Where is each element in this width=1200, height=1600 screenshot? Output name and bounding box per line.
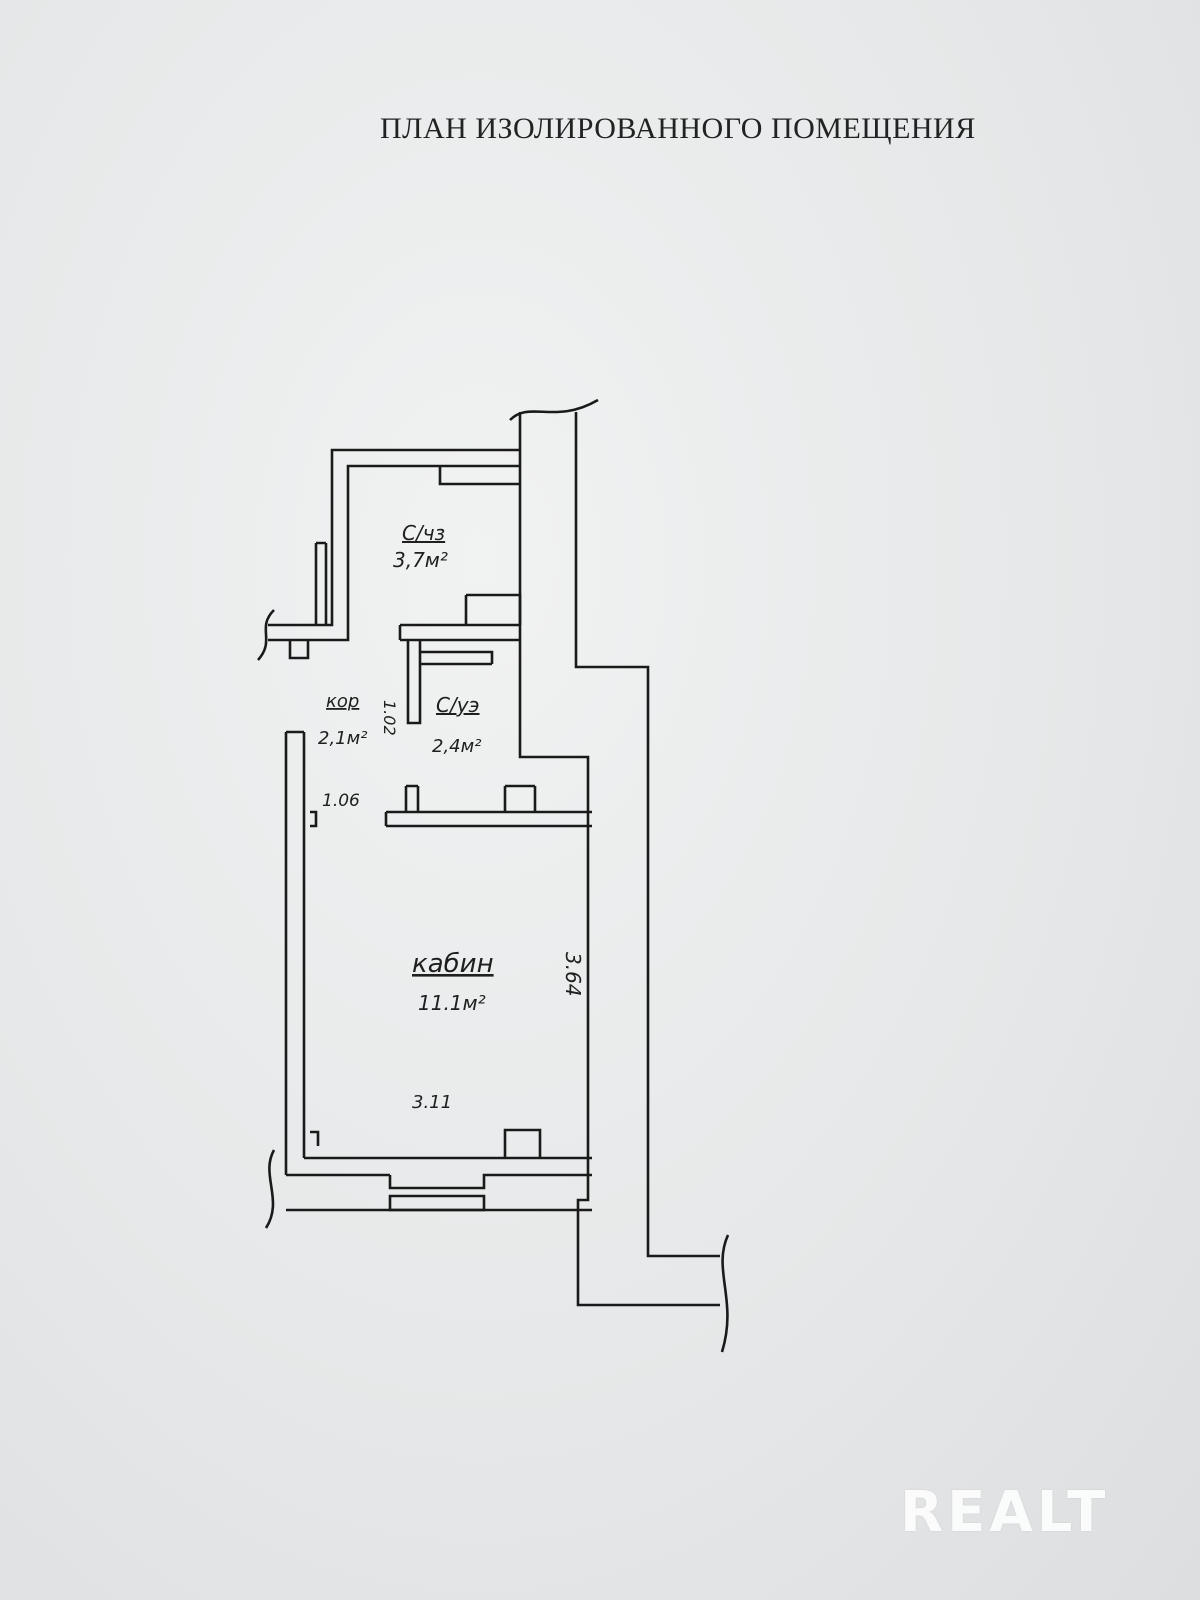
corridor-dim: 1.02 bbox=[380, 700, 399, 736]
cabinet-top-door bbox=[404, 784, 420, 812]
bathroom-name: С/уэ bbox=[436, 693, 480, 717]
cabinet-length: 3.64 bbox=[561, 952, 585, 997]
bathroom-top-wall bbox=[398, 623, 520, 642]
storage-name: С/чз bbox=[402, 521, 445, 545]
storage-outer-wall bbox=[268, 448, 520, 627]
realt-watermark: REALT bbox=[900, 1480, 1110, 1545]
cabinet-dim-top: 1.06 bbox=[322, 791, 360, 811]
cabinet-bottom-niche bbox=[503, 1128, 542, 1158]
side-ticks bbox=[310, 810, 320, 1146]
bathroom-niche bbox=[464, 593, 522, 625]
break-mark-left-top bbox=[257, 609, 275, 661]
cabinet-bottom-window bbox=[388, 1194, 486, 1212]
cabinet-name: кабин bbox=[412, 949, 494, 979]
break-mark-top bbox=[509, 398, 599, 421]
break-mark-right bbox=[720, 1234, 730, 1353]
plan-title: ПЛАН ИЗОЛИРОВАННОГО ПОМЕЩЕНИЯ bbox=[380, 112, 976, 145]
cabinet-left-wall bbox=[284, 730, 306, 1175]
corridor-area: 2,1м² bbox=[318, 728, 367, 749]
storage-inner-wall bbox=[346, 464, 520, 627]
cabinet-top-wall bbox=[384, 810, 592, 828]
shaft-wall-right bbox=[574, 412, 720, 1258]
bathroom-inner-line bbox=[420, 650, 494, 666]
cabinet-bottom-wall bbox=[286, 1156, 592, 1190]
storage-window bbox=[314, 541, 328, 625]
bathroom-area: 2,4м² bbox=[432, 736, 481, 757]
break-mark-left-bottom bbox=[264, 1149, 276, 1229]
cabinet-width: 3.11 bbox=[412, 1092, 452, 1113]
storage-bottom-wall bbox=[268, 627, 350, 660]
cabinet-top-niche bbox=[503, 784, 537, 812]
storage-niche bbox=[438, 466, 520, 486]
bathroom-left-wall bbox=[406, 640, 422, 725]
corridor-name: кор bbox=[326, 691, 359, 712]
shaft-wall bbox=[518, 412, 720, 1307]
cabinet-area: 11.1м² bbox=[418, 991, 486, 1015]
storage-area: 3,7м² bbox=[393, 548, 448, 572]
